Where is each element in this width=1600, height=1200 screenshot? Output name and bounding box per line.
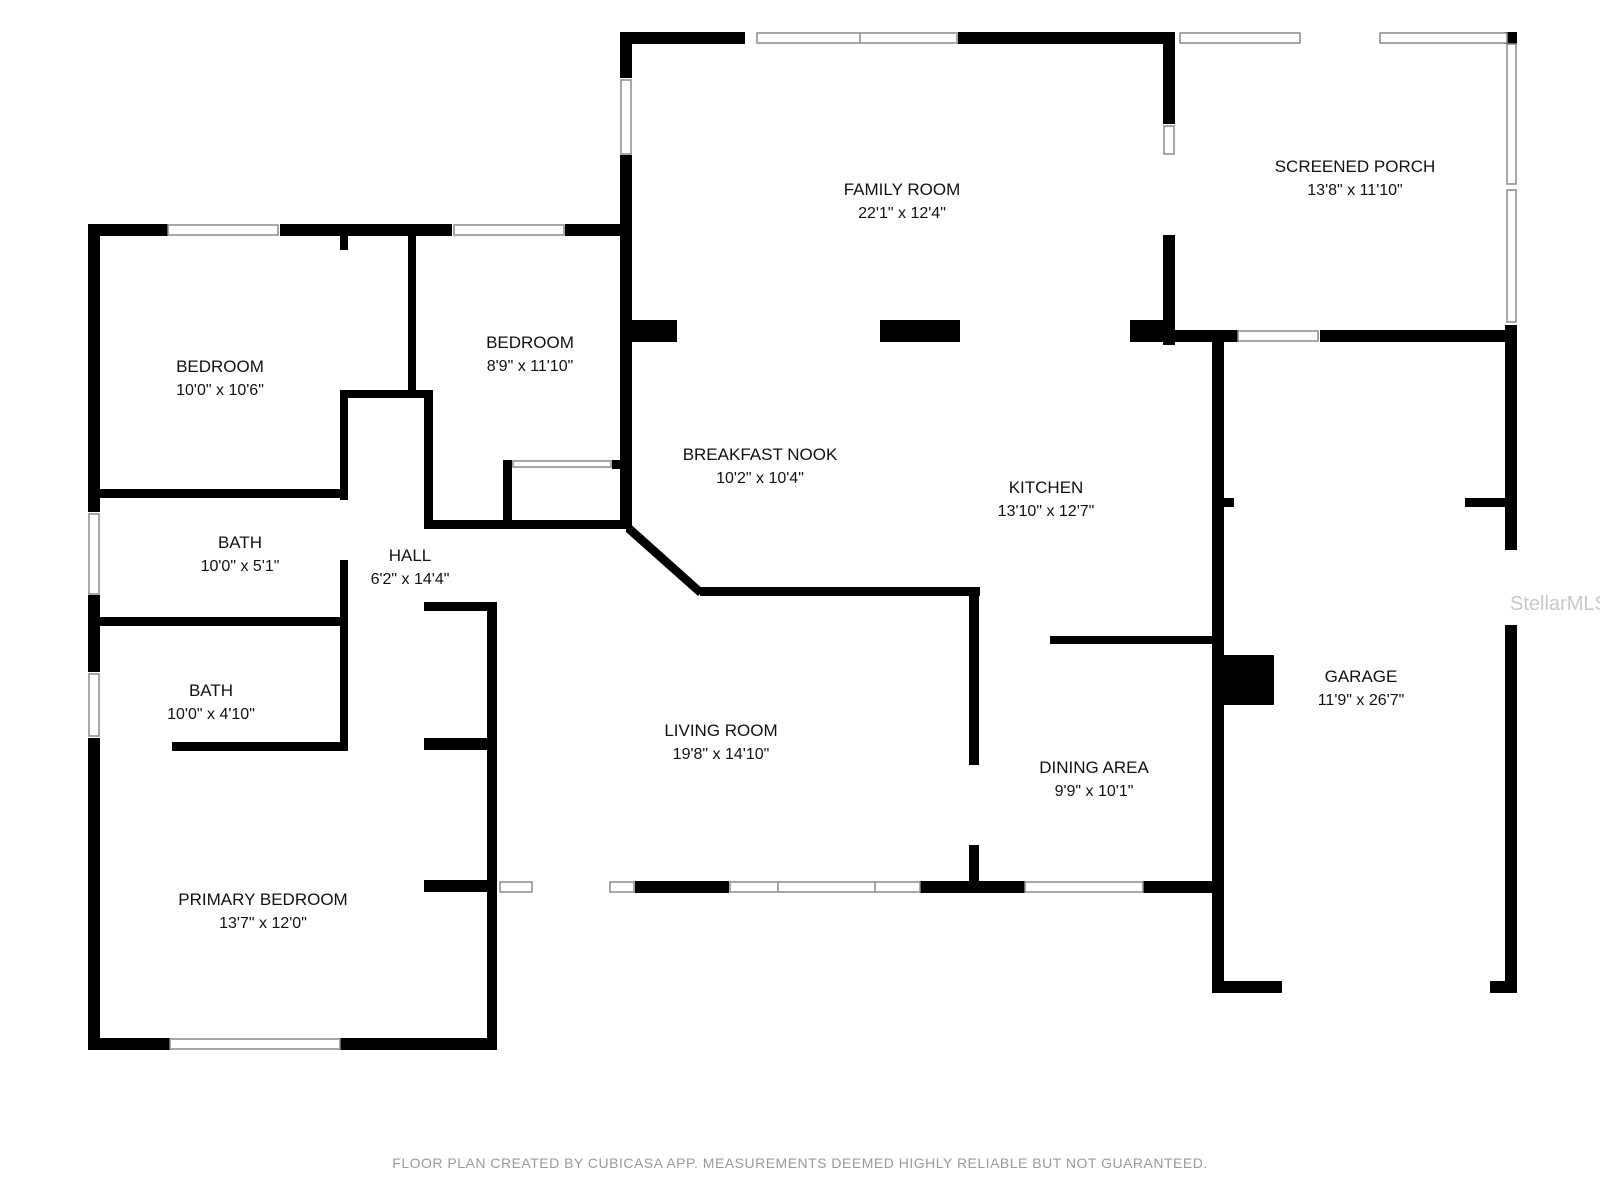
hall-name: HALL: [389, 546, 432, 565]
breakfast-nook-dims: 10'2" x 10'4": [716, 470, 804, 487]
footer-disclaimer: FLOOR PLAN CREATED BY CUBICASA APP. MEAS…: [392, 1155, 1208, 1171]
living-room-dims: 19'8" x 14'10": [673, 746, 770, 763]
family-room-dims: 22'1" x 12'4": [858, 205, 946, 222]
primary-bedroom-dims: 13'7" x 12'0": [219, 915, 307, 932]
bedroom-mid-dims: 8'9" x 11'10": [487, 358, 574, 375]
breakfast-nook-name: BREAKFAST NOOK: [683, 445, 838, 464]
bath-lower-name: BATH: [189, 681, 233, 700]
watermark: StellarMLS: [1510, 593, 1600, 615]
bath-lower-dims: 10'0" x 4'10": [167, 706, 255, 723]
hall-dims: 6'2" x 14'4": [371, 571, 450, 588]
living-room-name: LIVING ROOM: [664, 721, 777, 740]
dining-area-name: DINING AREA: [1039, 758, 1149, 777]
bath-upper-name: BATH: [218, 533, 262, 552]
garage-name: GARAGE: [1325, 667, 1398, 686]
kitchen-dims: 13'10" x 12'7": [998, 503, 1095, 520]
dining-area-dims: 9'9" x 10'1": [1055, 783, 1134, 800]
garage-dims: 11'9" x 26'7": [1318, 692, 1405, 709]
windows: [88, 32, 1517, 1050]
family-room-name: FAMILY ROOM: [844, 180, 961, 199]
bedroom-left-name: BEDROOM: [176, 357, 264, 376]
screened-porch-dims: 13'8" x 11'10": [1307, 182, 1402, 199]
bedroom-left-dims: 10'0" x 10'6": [176, 382, 264, 399]
walls: [88, 32, 1517, 1050]
room-labels: FAMILY ROOM 22'1" x 12'4" SCREENED PORCH…: [167, 157, 1435, 932]
bath-upper-dims: 10'0" x 5'1": [201, 558, 280, 575]
bedroom-mid-name: BEDROOM: [486, 333, 574, 352]
primary-bedroom-name: PRIMARY BEDROOM: [178, 890, 347, 909]
kitchen-name: KITCHEN: [1009, 478, 1084, 497]
screened-porch-name: SCREENED PORCH: [1275, 157, 1436, 176]
